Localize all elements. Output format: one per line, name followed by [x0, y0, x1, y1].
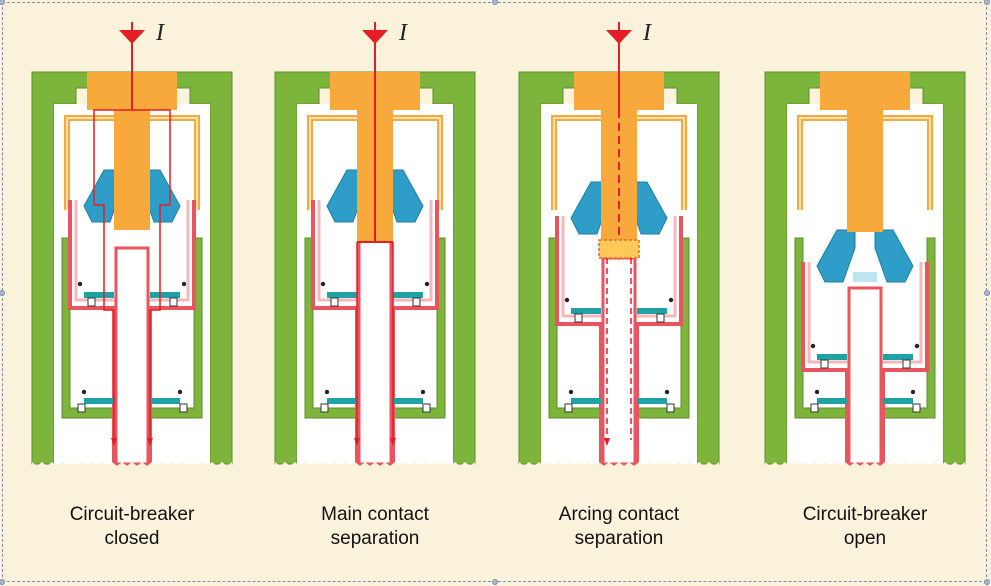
caption-closed-line2: closed	[104, 528, 160, 549]
caption-arcing-contact-separation: Arcing contact separation	[519, 503, 719, 551]
bottom-plate-right-arcing-contact-separation	[637, 398, 667, 404]
resize-handle-top-left[interactable]	[0, 0, 5, 5]
arcing-pin-closed	[114, 110, 150, 230]
valve-arcing-contact-separation-1	[656, 313, 665, 323]
bottom-plate-right-closed	[150, 398, 180, 404]
valve-main-contact-separation-3	[422, 403, 431, 413]
piston-plate-left-arcing-contact-separation	[571, 308, 601, 314]
piston-plate-right-closed	[150, 292, 180, 298]
valve-arcing-contact-separation-3	[666, 403, 675, 413]
moving-tube-left-arcing-contact-separation	[555, 216, 603, 464]
valve-open-2	[810, 403, 819, 413]
valve-closed-2	[77, 403, 86, 413]
seal-dot-open-1	[914, 343, 920, 349]
seal-dot-closed-0	[77, 281, 83, 287]
seal-dot-open-3	[910, 389, 916, 395]
breaker-panel-arcing-contact-separation: I	[518, 20, 720, 470]
moving-contact-arcing-contact-separation	[601, 256, 637, 466]
current-symbol-closed: I	[155, 20, 165, 46]
caption-main-contact-line1: Main contact	[321, 504, 429, 525]
piston-plate-left-closed	[84, 292, 114, 298]
breaker-panel-main-contact-separation: I	[274, 20, 476, 470]
valve-closed-1	[169, 297, 178, 307]
caption-open-line2: open	[843, 528, 887, 549]
current-arrow-closed	[119, 30, 145, 44]
seal-dot-arcing-contact-separation-1	[668, 297, 674, 303]
bottom-plate-left-closed	[84, 398, 114, 404]
piston-plate-left-open	[817, 354, 847, 360]
bottom-plate-left-main-contact-separation	[327, 398, 357, 404]
current-symbol-main-contact-separation: I	[398, 20, 408, 46]
resize-handle-top-right[interactable]	[984, 0, 990, 5]
caption-arcing-contact-line2: separation	[574, 528, 664, 549]
bottom-plate-left-open	[817, 398, 847, 404]
valve-main-contact-separation-2	[320, 403, 329, 413]
seal-dot-open-0	[810, 343, 816, 349]
seal-dot-closed-2	[81, 389, 87, 395]
moving-contact-main-contact-separation	[357, 236, 393, 466]
caption-arcing-contact-line1: Arcing contact	[558, 504, 680, 525]
piston-plate-right-open	[883, 354, 913, 360]
valve-open-1	[902, 359, 911, 369]
current-symbol-arcing-contact-separation: I	[642, 20, 652, 46]
valve-main-contact-separation-1	[412, 297, 421, 307]
resize-handle-left[interactable]	[0, 290, 5, 296]
caption-open: Circuit-breaker open	[765, 503, 965, 551]
seal-dot-arcing-contact-separation-3	[664, 389, 670, 395]
torn-edge-open	[765, 462, 965, 470]
seal-dot-closed-3	[177, 389, 183, 395]
piston-plate-right-arcing-contact-separation	[637, 308, 667, 314]
piston-plate-left-main-contact-separation	[327, 292, 357, 298]
valve-main-contact-separation-0	[330, 297, 339, 307]
seal-dot-main-contact-separation-2	[324, 389, 330, 395]
resize-handle-bottom[interactable]	[492, 579, 498, 585]
valve-closed-0	[87, 297, 96, 307]
moving-tube-left-open	[801, 262, 849, 464]
valve-open-3	[912, 403, 921, 413]
resize-handle-bottom-right[interactable]	[984, 579, 990, 585]
current-arrow-arcing-contact-separation	[606, 30, 632, 44]
bottom-plate-right-open	[883, 398, 913, 404]
piston-plate-right-main-contact-separation	[393, 292, 423, 298]
breaker-panel-closed: I	[31, 20, 233, 470]
seal-dot-main-contact-separation-3	[420, 389, 426, 395]
seal-dot-arcing-contact-separation-0	[564, 297, 570, 303]
torn-edge-closed	[32, 462, 232, 470]
torn-edge-arcing-contact-separation	[519, 462, 719, 470]
moving-tube-right-arcing-contact-separation	[635, 216, 683, 464]
top-conductor-open	[820, 72, 910, 110]
breaker-panel-open	[764, 71, 966, 470]
caption-main-contact-line2: separation	[330, 528, 420, 549]
valve-open-0	[820, 359, 829, 369]
valve-arcing-contact-separation-0	[574, 313, 583, 323]
valve-arcing-contact-separation-2	[564, 403, 573, 413]
arcing-pin-open	[847, 110, 883, 232]
current-arrow-main-contact-separation	[362, 30, 388, 44]
bottom-plate-right-main-contact-separation	[393, 398, 423, 404]
valve-closed-3	[179, 403, 188, 413]
seal-dot-main-contact-separation-0	[320, 281, 326, 287]
caption-main-contact-separation: Main contact separation	[275, 503, 475, 551]
current-path-left-closed	[93, 109, 132, 440]
caption-open-line1: Circuit-breaker	[802, 504, 928, 525]
caption-closed: Circuit-breaker closed	[32, 503, 232, 551]
bottom-plate-left-arcing-contact-separation	[571, 398, 601, 404]
arc-arcing-contact-separation	[598, 239, 640, 259]
seal-dot-main-contact-separation-1	[424, 281, 430, 287]
moving-contact-open	[847, 286, 883, 466]
resize-handle-top[interactable]	[492, 0, 498, 5]
nozzle-throat-open	[853, 272, 877, 282]
resize-handle-right[interactable]	[984, 290, 990, 296]
seal-dot-arcing-contact-separation-2	[568, 389, 574, 395]
current-path-right-closed	[132, 109, 171, 440]
moving-tube-right-open	[881, 262, 929, 464]
resize-handle-bottom-left[interactable]	[0, 579, 5, 585]
moving-contact-closed	[114, 246, 150, 466]
seal-dot-closed-1	[181, 281, 187, 287]
torn-edge-main-contact-separation	[275, 462, 475, 470]
caption-closed-line1: Circuit-breaker	[69, 504, 195, 525]
seal-dot-open-2	[814, 389, 820, 395]
